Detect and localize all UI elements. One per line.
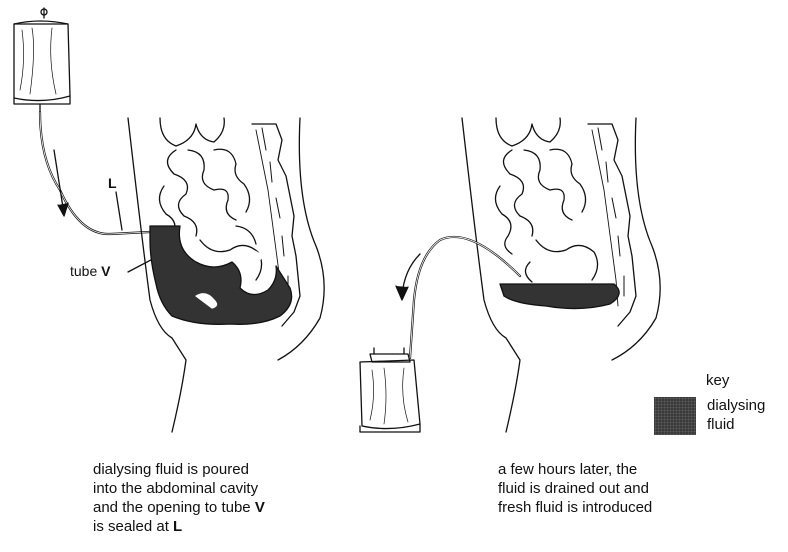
fluid-bag-full — [14, 8, 70, 112]
caption-left-line: and the opening to tube V — [93, 498, 265, 517]
caption-right-line: fresh fluid is introduced — [498, 498, 652, 517]
caption-left: dialysing fluid is poured into the abdom… — [93, 460, 265, 536]
label-tube-prefix: tube — [70, 263, 101, 279]
caption-right-line: fluid is drained out and — [498, 479, 652, 498]
right-figure — [360, 118, 660, 432]
caption-left-line: dialysing fluid is poured — [93, 460, 265, 479]
body-outline-right — [462, 118, 520, 432]
caption-right: a few hours later, the fluid is drained … — [498, 460, 652, 517]
key-swatch — [654, 397, 696, 435]
collection-bag — [360, 348, 420, 432]
intestines-right — [495, 118, 597, 282]
left-figure — [14, 8, 324, 432]
key-entry: dialysing fluid — [707, 396, 787, 434]
fluid-right — [500, 284, 619, 309]
label-tube-letter: V — [101, 263, 110, 279]
caption-left-line: into the abdominal cavity — [93, 479, 265, 498]
key-title: key — [706, 372, 729, 389]
label-l: L — [108, 174, 117, 192]
fluid-left — [150, 226, 292, 324]
caption-left-line: is sealed at L — [93, 517, 265, 536]
label-tube-v: tube V — [70, 262, 110, 280]
caption-right-line: a few hours later, the — [498, 460, 652, 479]
tube-v — [40, 112, 150, 234]
